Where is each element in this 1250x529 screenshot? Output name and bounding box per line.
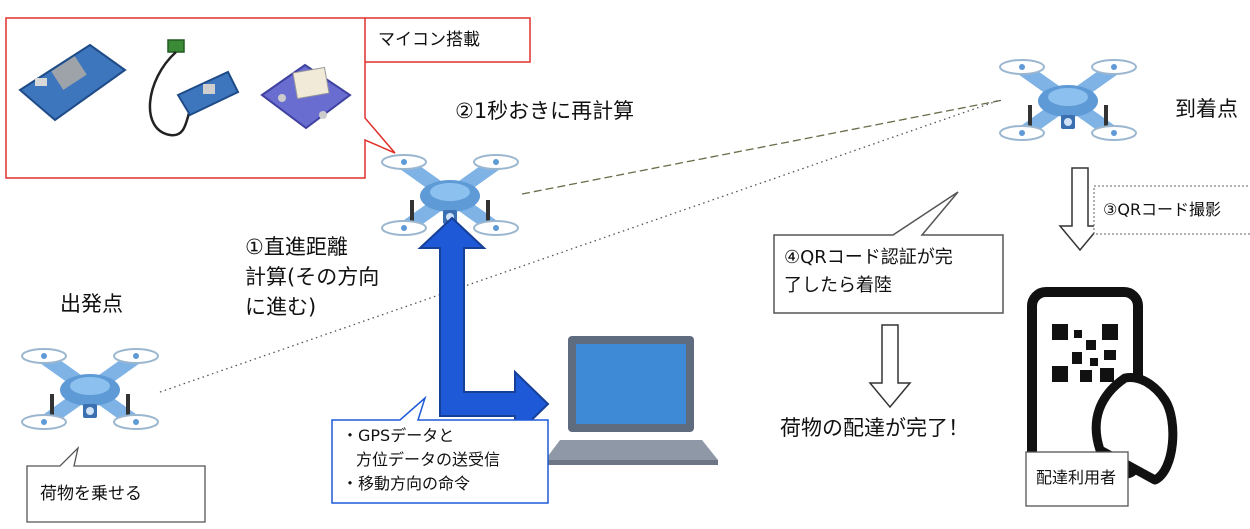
microcontroller-label: マイコン搭載 (378, 30, 480, 50)
dotted-path-line (159, 99, 1001, 393)
drone-start-icon (22, 349, 158, 429)
recalc-label: ②1秒おきに再計算 (455, 99, 635, 123)
start-point-label: 出発点 (60, 292, 123, 316)
arrival-point-label: 到着点 (1175, 97, 1238, 121)
cargo-label: 荷物を乗せる (40, 484, 142, 504)
microcontroller-board-image (18, 43, 127, 122)
gps-callout (331, 395, 549, 504)
qr-photo-label: ③QRコード撮影 (1103, 200, 1222, 219)
drone-arrival-icon (1000, 60, 1136, 140)
qr-auth-callout (773, 191, 1004, 314)
delivery-complete-label: 荷物の配達が完了！ (780, 416, 969, 440)
down-arrow-delivery (869, 324, 911, 408)
gps-callout-text: ・GPSデータと 方位データの送受信 ・移動方向の命令 (342, 426, 501, 493)
sensor-module-image (260, 63, 352, 130)
gps-module-image (148, 39, 240, 137)
delivery-user-label: 配達利用者 (1036, 468, 1117, 487)
dashed-path-line (521, 99, 1004, 195)
communication-arrow (417, 216, 550, 439)
qr-auth-text: ④QRコード認証が完 了したら着陸 (784, 247, 953, 296)
user-label-box (1025, 451, 1129, 507)
straight-distance-label: ①直進距離 計算(その方向 に進む) (245, 235, 380, 319)
laptop-icon (545, 336, 718, 465)
cargo-callout (26, 445, 206, 523)
qr-photo-box (1093, 185, 1250, 235)
